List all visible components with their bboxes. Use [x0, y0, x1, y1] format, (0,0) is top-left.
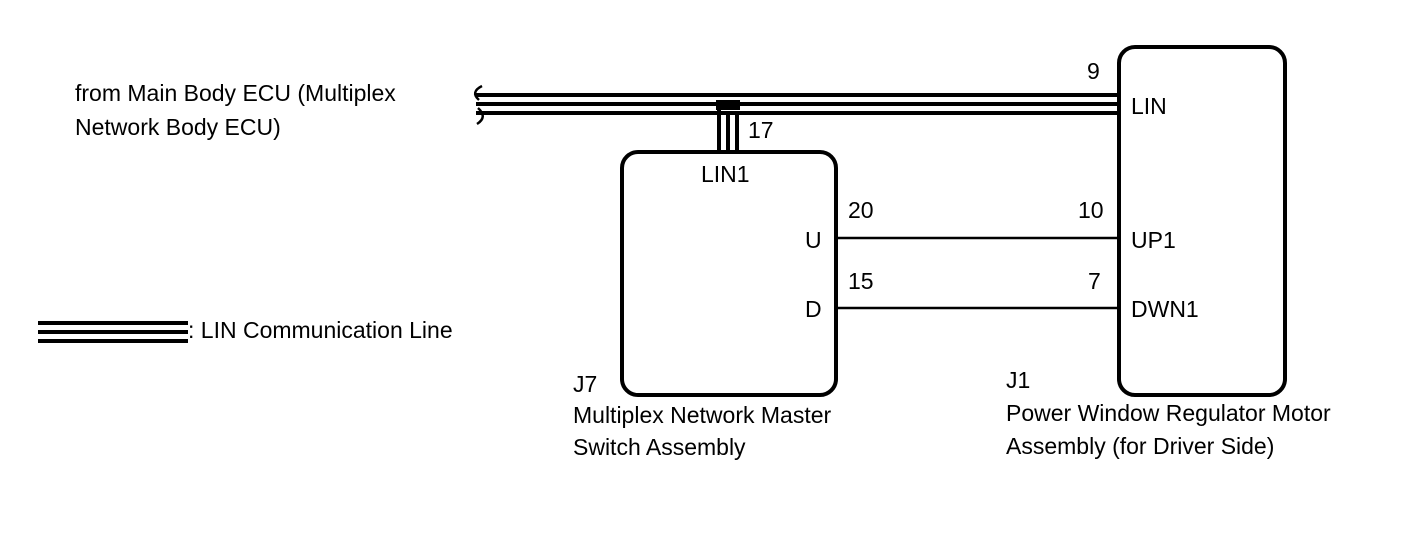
master-down-pin-label: D [805, 296, 822, 322]
master-up-pin-number: 20 [848, 197, 874, 223]
legend-lin-line-symbol [38, 321, 188, 343]
master-switch-connector: J7 [573, 371, 597, 397]
motor-up-pin-label: UP1 [1131, 227, 1176, 253]
master-lin-pin-number: 17 [748, 117, 774, 143]
regulator-motor-box [1117, 45, 1287, 397]
regulator-motor-name-line2: Assembly (for Driver Side) [1006, 433, 1274, 459]
motor-up-pin-number: 10 [1078, 197, 1104, 223]
master-switch-name-line2: Switch Assembly [573, 434, 746, 460]
master-switch-box [620, 150, 838, 397]
master-switch-name-line1: Multiplex Network Master [573, 402, 832, 428]
motor-down-pin-label: DWN1 [1131, 296, 1199, 322]
lin-bus-main [476, 93, 1121, 115]
lin-bus-branch [716, 100, 740, 152]
legend-label: : LIN Communication Line [188, 317, 453, 343]
master-up-pin-label: U [805, 227, 822, 253]
regulator-motor-connector: J1 [1006, 367, 1030, 393]
motor-down-pin-number: 7 [1088, 268, 1101, 294]
bus-origin-bracket [473, 84, 484, 126]
master-down-pin-number: 15 [848, 268, 874, 294]
source-label-line2: Network Body ECU) [75, 114, 281, 140]
master-lin-pin-label: LIN1 [701, 161, 750, 187]
motor-lin-pin-label: LIN [1131, 93, 1167, 119]
source-label-line1: from Main Body ECU (Multiplex [75, 80, 396, 106]
motor-lin-pin-number: 9 [1087, 58, 1100, 84]
regulator-motor-name-line1: Power Window Regulator Motor [1006, 400, 1331, 426]
